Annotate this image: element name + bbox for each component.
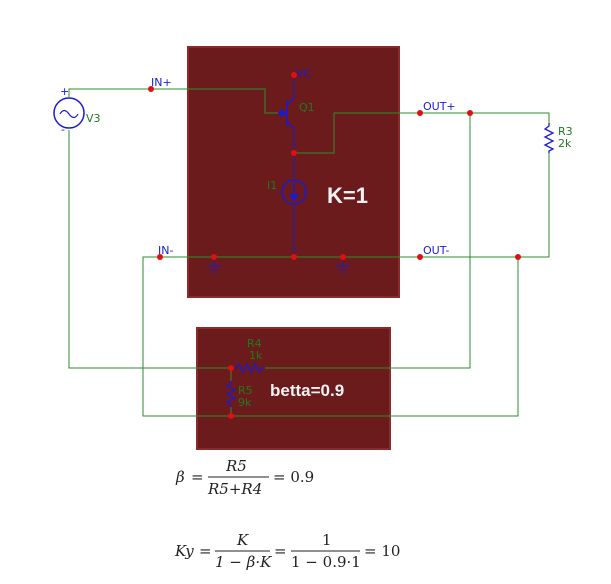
resistor-r4-icon <box>231 362 265 374</box>
net-label-vc: VC <box>296 67 312 80</box>
net-label-in-minus: IN- <box>158 244 173 257</box>
voltage-source-icon <box>53 97 85 129</box>
ky-denominator-2: 1 − 0.9·1 <box>291 553 361 571</box>
node-dot <box>157 254 163 260</box>
resistor-r5-icon <box>225 381 237 407</box>
r5-value: 9k <box>238 396 252 409</box>
nodes <box>148 72 521 419</box>
node-dot <box>340 254 346 260</box>
beta-symbol: β <box>175 468 185 486</box>
source-minus-sign: - <box>61 123 65 136</box>
transistor-icon <box>278 97 295 129</box>
resistor-r3-icon <box>543 123 555 153</box>
net-label-in-plus: IN+ <box>151 76 172 89</box>
beta-equals: = <box>191 468 204 486</box>
r4-name: R4 <box>247 337 262 350</box>
ground-icon <box>207 265 221 275</box>
transistor-label: Q1 <box>299 101 315 114</box>
amp-gain-label: K=1 <box>327 183 368 208</box>
r5-name: R5 <box>238 384 253 397</box>
node-dot <box>291 72 297 78</box>
ky-symbol: Ky <box>174 542 194 560</box>
net-label-out-plus: OUT+ <box>423 100 456 113</box>
node-dot <box>228 413 234 419</box>
beta-result: = 0.9 <box>273 468 314 486</box>
beta-numerator: R5 <box>225 457 247 475</box>
source-label: V3 <box>86 112 101 125</box>
current-source-icon <box>281 179 307 205</box>
load-value: 2k <box>558 137 572 150</box>
ky-formula: Ky = K 1 − β·K = 1 1 − 0.9·1 = 10 <box>174 531 400 571</box>
node-dot <box>228 365 234 371</box>
r4-value: 1k <box>249 349 263 362</box>
ky-denominator-1: 1 − β·K <box>215 553 272 571</box>
ky-equals-1: = <box>199 542 212 560</box>
feedback-label: betta=0.9 <box>270 381 344 400</box>
load-name: R3 <box>558 125 573 138</box>
net-label-out-minus: OUT- <box>423 244 449 257</box>
source-plus-sign: + <box>60 85 69 98</box>
ky-equals-2: = <box>274 542 287 560</box>
ground-icon <box>336 265 350 275</box>
node-dot <box>148 86 154 92</box>
node-dot <box>417 110 423 116</box>
current-source-label: I1 <box>267 179 277 192</box>
node-dot <box>291 254 297 260</box>
beta-formula: β = R5 R5+R4 = 0.9 <box>175 457 314 498</box>
node-dot <box>417 254 423 260</box>
beta-denominator: R5+R4 <box>207 480 262 498</box>
feedback-block <box>196 327 391 450</box>
node-dot <box>211 254 217 260</box>
node-dot <box>291 150 297 156</box>
node-dot <box>467 110 473 116</box>
node-dot <box>515 254 521 260</box>
wires <box>68 88 550 417</box>
ky-numerator-2: 1 <box>322 531 332 549</box>
ky-numerator-1: K <box>236 531 249 549</box>
ky-result: = 10 <box>364 542 400 560</box>
